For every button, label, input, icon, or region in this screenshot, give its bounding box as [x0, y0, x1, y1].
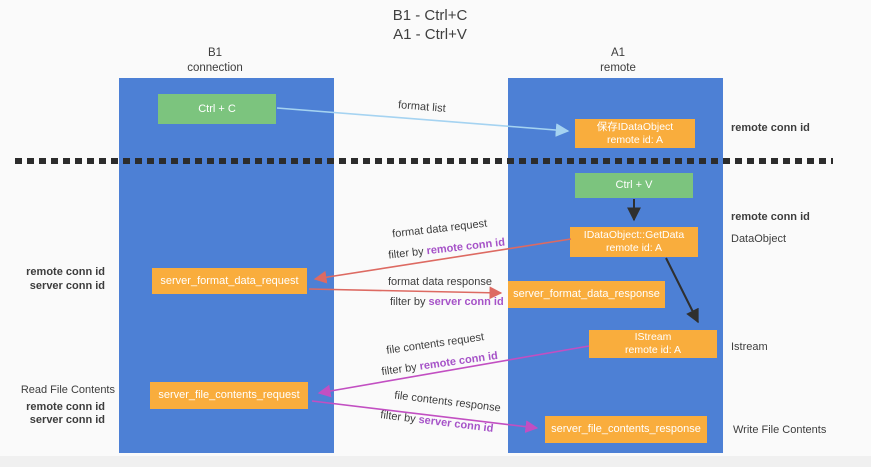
istream-line1: IStream — [634, 331, 672, 343]
filter-by-text: filter by — [387, 245, 425, 262]
server-file-contents-response-box: server_file_contents_response — [545, 416, 707, 443]
filter-by-text: filter by — [390, 296, 426, 308]
lifeline-a1-role: remote — [600, 62, 636, 74]
lifeline-header-a1: A1 remote — [553, 46, 683, 76]
title-line-1: B1 - Ctrl+C — [392, 7, 468, 24]
edge-label-format-data-response: format data response — [388, 276, 492, 288]
filter-by-text: filter by — [379, 409, 417, 426]
diagram-title: B1 - Ctrl+C A1 - Ctrl+V — [330, 6, 530, 44]
left-server-conn-id-2: server conn id — [29, 414, 105, 426]
server-format-data-response-box: server_format_data_response — [508, 281, 665, 308]
left-read-file-contents: Read File Contents — [20, 384, 115, 396]
save-idataobject-line2: remote id: A — [606, 133, 664, 146]
save-idataobject-box: 保存IDataObject remote id: A — [575, 119, 695, 148]
server-conn-id-text: server conn id — [428, 296, 504, 308]
istream-line2: remote id: A — [624, 344, 682, 356]
edge-label-format-data-request: format data request — [391, 217, 488, 241]
right-remote-conn-id-1: remote conn id — [731, 122, 810, 134]
bottom-strip — [0, 456, 871, 467]
left-remote-conn-id-1: remote conn id — [26, 266, 105, 278]
server-format-data-response-label: server_format_data_response — [513, 288, 660, 300]
server-file-contents-response-label: server_file_contents_response — [551, 423, 701, 435]
lifeline-b1-name: B1 — [207, 47, 223, 59]
istream-box: IStream remote id: A — [589, 330, 717, 358]
save-idataobject-line1: 保存IDataObject — [596, 120, 674, 133]
remote-conn-id-text: remote conn id — [418, 349, 499, 373]
server-file-contents-request-label: server_file_contents_request — [158, 389, 300, 401]
getdata-line2: remote id: A — [605, 242, 663, 254]
ctrl-v-label: Ctrl + V — [615, 179, 653, 191]
server-format-data-request-box: server_format_data_request — [152, 268, 307, 294]
lifeline-b1-role: connection — [187, 62, 243, 74]
left-server-conn-id-1: server conn id — [29, 280, 105, 292]
title-line-2: A1 - Ctrl+V — [393, 26, 467, 43]
lifeline-header-b1: B1 connection — [150, 46, 280, 76]
remote-conn-id-text: remote conn id — [425, 236, 506, 258]
server-conn-id-text: server conn id — [417, 413, 494, 435]
phase-divider-dashed-line — [15, 158, 833, 164]
right-dataobject-label: DataObject — [731, 233, 787, 245]
arrow-format-data-response — [308, 286, 503, 300]
ctrl-v-box: Ctrl + V — [575, 173, 693, 198]
server-format-data-request-label: server_format_data_request — [160, 274, 299, 287]
server-file-contents-request-box: server_file_contents_request — [150, 382, 308, 409]
getdata-line1: IDataObject::GetData — [583, 229, 685, 241]
right-write-file-contents: Write File Contents — [733, 424, 827, 436]
edge-label-format-list: format list — [397, 99, 447, 115]
ctrl-c-box: Ctrl + C — [158, 94, 276, 124]
filter-by-text: filter by — [380, 361, 418, 379]
left-remote-conn-id-2: remote conn id — [26, 401, 105, 413]
edge-label-file-contents-response: file contents response — [393, 389, 502, 415]
right-istream-label: Istream — [731, 341, 768, 353]
lifeline-a1-name: A1 — [610, 47, 626, 59]
right-remote-conn-id-2: remote conn id — [731, 211, 810, 223]
idataobject-getdata-box: IDataObject::GetData remote id: A — [570, 227, 698, 257]
ctrl-c-label: Ctrl + C — [198, 102, 236, 115]
